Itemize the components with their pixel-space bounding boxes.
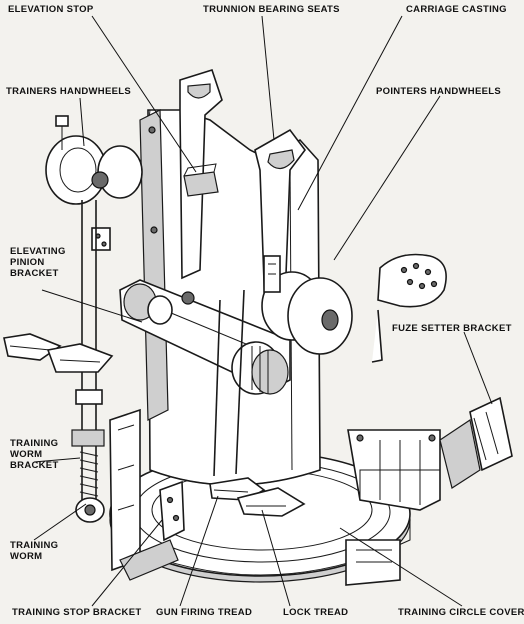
training-worm-thread	[79, 451, 99, 497]
label-training-worm-bracket: TRAINING WORM BRACKET	[10, 438, 59, 471]
label-fuze-setter-bracket: FUZE SETTER BRACKET	[392, 323, 512, 334]
left-treads	[3, 333, 114, 373]
elevating-gear	[231, 341, 289, 395]
label-training-worm-bracket-line-2: WORM	[10, 449, 43, 460]
label-lock-tread: LOCK TREAD	[283, 607, 349, 618]
firing-treads	[209, 289, 306, 517]
label-elevation-stop: ELEVATION STOP	[8, 4, 94, 15]
label-training-worm-bracket-line-3: BRACKET	[10, 460, 59, 471]
label-trainers-handwheels: TRAINERS HANDWHEELS	[6, 86, 131, 97]
label-elevating-pinion-bracket: ELEVATING PINION BRACKET	[10, 246, 66, 279]
label-training-worm-line-1: TRAINING	[10, 540, 59, 551]
label-training-stop-bracket: TRAINING STOP BRACKET	[12, 607, 142, 618]
fuze-setter-bracket	[439, 396, 513, 489]
training-worm-bracket-casting	[109, 408, 141, 572]
trainers-handwheel	[45, 115, 143, 251]
label-elevating-pinion-bracket-line-2: PINION	[10, 257, 45, 268]
label-carriage-casting: CARRIAGE CASTING	[406, 4, 507, 15]
label-elevating-pinion-bracket-line-3: BRACKET	[10, 268, 59, 279]
training-stop-bracket-casting	[119, 480, 185, 581]
label-trunnion-bearing-seats: TRUNNION BEARING SEATS	[203, 4, 340, 15]
fuze-setter-seat	[371, 253, 447, 363]
training-circle-cover-plates	[345, 429, 441, 586]
label-training-worm-line-2: WORM	[10, 551, 43, 562]
label-training-worm-bracket-line-1: TRAINING	[10, 438, 59, 449]
elevation-stop-block	[183, 163, 219, 197]
label-training-circle-cover: TRAINING CIRCLE COVER	[398, 607, 524, 618]
label-pointers-handwheels: POINTERS HANDWHEELS	[376, 86, 501, 97]
label-gun-firing-tread: GUN FIRING TREAD	[156, 607, 253, 618]
label-training-worm: TRAINING WORM	[10, 540, 58, 562]
pointers-handwheel	[261, 255, 353, 355]
left-side-plate	[139, 109, 169, 421]
leader-lines	[33, 15, 493, 607]
label-elevating-pinion-bracket-line-1: ELEVATING	[10, 246, 66, 257]
